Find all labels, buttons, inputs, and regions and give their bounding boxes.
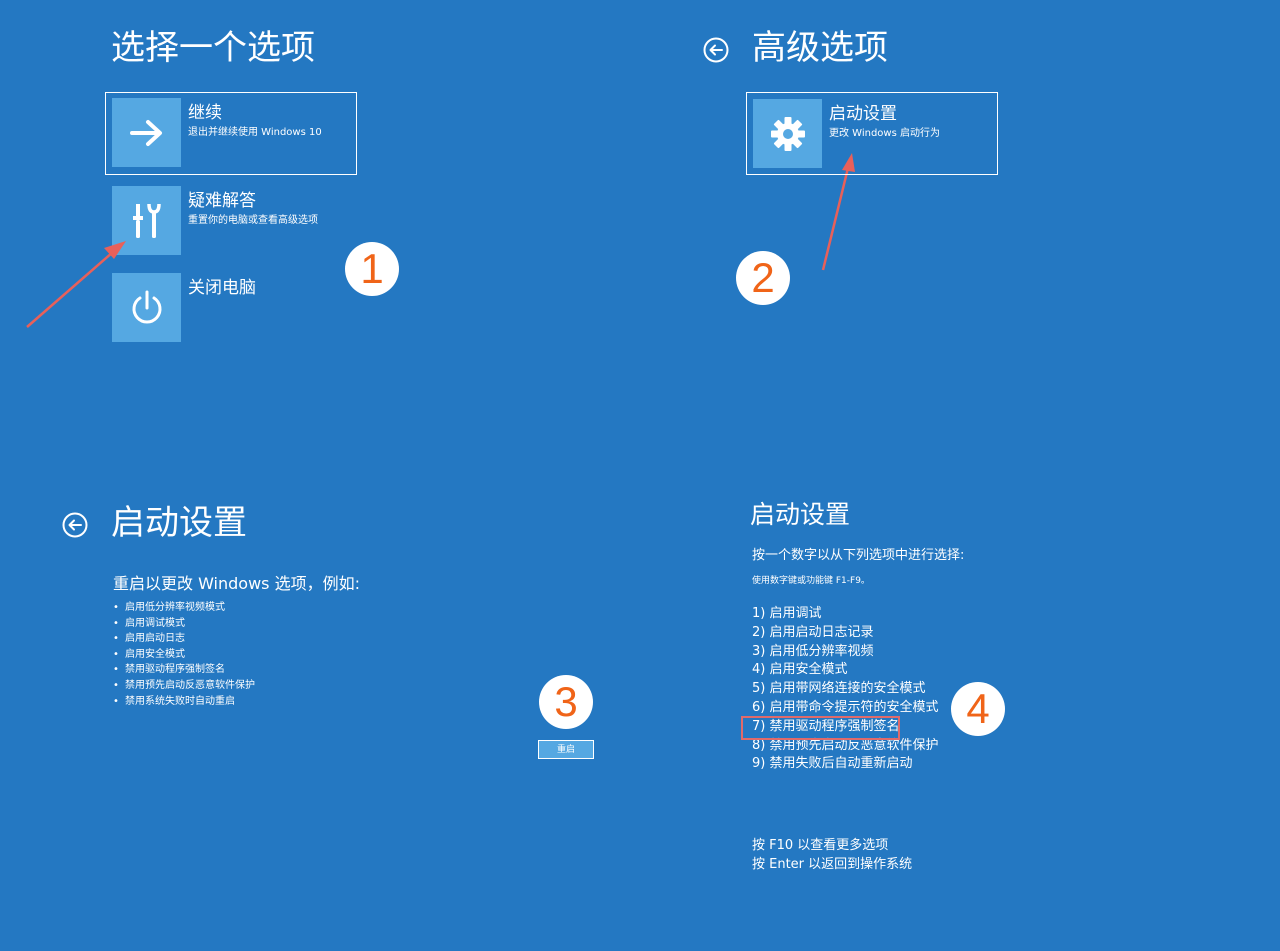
highlight-box [741,716,900,740]
panel4-hint: 使用数字键或功能键 F1-F9。 [752,576,870,586]
annotation-arrow-1 [26,241,126,328]
continue-label: 继续 [188,103,222,123]
continue-tile [112,98,181,167]
footer-line: 按 Enter 以返回到操作系统 [752,857,913,872]
continue-desc: 退出并继续使用 Windows 10 [188,127,322,138]
annotation-arrow-2 [821,153,855,271]
panel4-footer: 按 F10 以查看更多选项 按 Enter 以返回到操作系统 [752,836,912,874]
panel1-title: 选择一个选项 [111,28,315,68]
list-item[interactable]: 6) 启用带命令提示符的安全模式 [752,699,939,715]
panel4-instruction: 按一个数字以从下列选项中进行选择: [752,548,965,563]
shutdown-label: 关闭电脑 [188,278,256,298]
list-item: 启用安全模式 [113,647,255,663]
focus-outline [105,92,357,175]
list-item: 启用启动日志 [113,631,255,647]
restart-options-list: 启用低分辨率视频模式 启用调试模式 启用启动日志 启用安全模式 禁用驱动程序强制… [113,600,255,709]
startup-settings-label: 启动设置 [829,104,897,124]
troubleshoot-label: 疑难解答 [188,191,256,211]
step-badge-3: 3 [539,675,593,729]
back-arrow-icon[interactable] [62,512,88,538]
power-icon [132,290,161,323]
option-continue[interactable]: 继续 退出并继续使用 Windows 10 [112,98,352,167]
footer-line: 按 F10 以查看更多选项 [752,838,889,853]
step-badge-2: 2 [736,251,790,305]
list-item[interactable]: 2) 启用启动日志记录 [752,624,874,640]
list-item: 禁用预先启动反恶意软件保护 [113,678,255,694]
list-item[interactable]: 1) 启用调试 [752,606,822,621]
list-item: 禁用系统失败时自动重启 [113,694,255,710]
option-startup-settings[interactable]: 启动设置 更改 Windows 启动行为 [753,99,993,168]
troubleshoot-desc: 重置你的电脑或查看高级选项 [188,215,318,226]
gear-icon [770,116,805,151]
panel3-subtitle: 重启以更改 Windows 选项，例如: [113,574,360,593]
panel3-title: 启动设置 [111,503,247,543]
startup-options-list: 1) 启用调试 2) 启用启动日志记录 3) 启用低分辨率视频 4) 启用安全模… [752,605,938,774]
list-item: 启用调试模式 [113,616,255,632]
list-item[interactable]: 9) 禁用失败后自动重新启动 [752,756,913,772]
startup-settings-tile [753,99,822,168]
list-item[interactable]: 7) 禁用驱动程序强制签名 [752,718,900,734]
shutdown-tile [112,273,181,342]
option-shutdown[interactable]: 关闭电脑 [112,273,352,342]
list-item[interactable]: 8) 禁用预先启动反恶意软件保护 [752,737,939,753]
focus-outline [746,92,998,175]
list-item: 启用低分辨率视频模式 [113,600,255,616]
list-item[interactable]: 4) 启用安全模式 [752,662,848,678]
back-arrow-icon[interactable] [703,37,729,63]
step-badge-1: 1 [345,242,399,296]
step-badge-4: 4 [951,682,1005,736]
list-item[interactable]: 5) 启用带网络连接的安全模式 [752,681,926,697]
panel2-title: 高级选项 [752,28,888,68]
startup-settings-desc: 更改 Windows 启动行为 [829,128,940,139]
tools-icon [132,203,161,238]
list-item[interactable]: 3) 启用低分辨率视频 [752,643,874,659]
restart-button[interactable]: 重启 [538,740,594,759]
arrow-right-icon [129,119,162,146]
list-item: 禁用驱动程序强制签名 [113,662,255,678]
panel4-title: 启动设置 [750,500,851,529]
